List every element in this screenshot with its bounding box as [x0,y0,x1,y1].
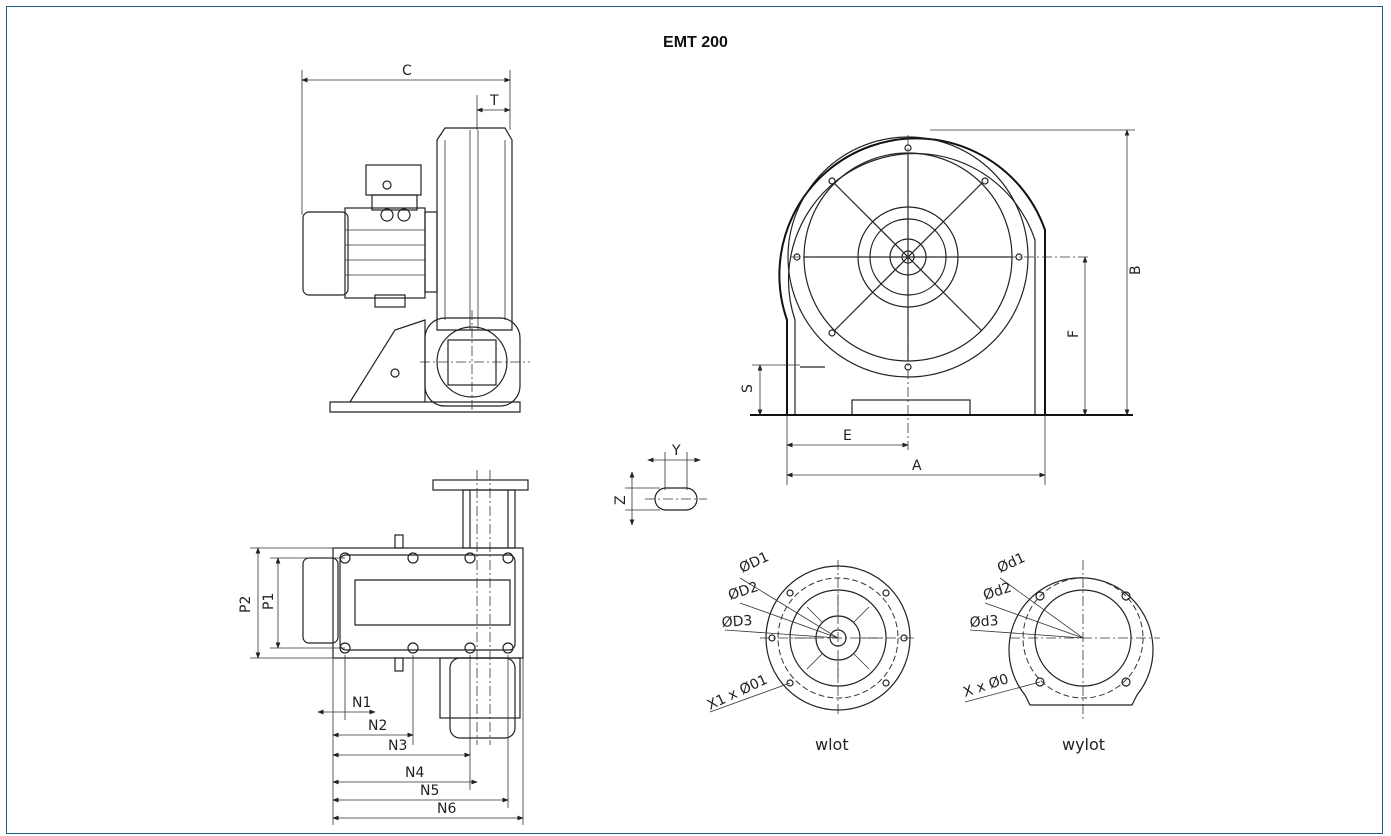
dim-n1-label: N1 [352,695,371,711]
outlet-caption: wylot [1062,735,1105,754]
dim-a-label: A [912,458,922,474]
outlet-d2-label: Ød2 [981,580,1013,604]
dim-y-label: Y [671,443,681,459]
dim-p2-label: P2 [238,596,254,613]
dim-p1-label: P1 [261,593,277,610]
side-view: C T [301,63,530,413]
dim-n3-label: N3 [388,738,407,754]
drawing-frame [6,6,1383,834]
dim-b-label: B [1128,265,1144,275]
drawing-title: EMT 200 [663,34,728,51]
slot-detail: Y Z [613,443,707,526]
inlet-view: ØD1 ØD2 ØD3 X1 x Ø01 wlot [705,549,915,754]
inlet-d3-label: ØD3 [721,613,753,631]
front-view: B F S E A [740,129,1144,485]
inlet-d1-label: ØD1 [737,549,772,576]
dim-e-label: E [843,428,852,444]
dim-t-label: T [489,93,499,109]
outlet-view: Ød1 Ød2 Ød3 X x Ø0 wylot [961,550,1160,754]
dim-f-label: F [1066,330,1082,338]
outlet-d1-label: Ød1 [995,550,1028,577]
dim-n4-label: N4 [405,765,424,781]
dim-n2-label: N2 [368,718,387,734]
inlet-holes-label: X1 x Ø01 [705,672,770,714]
dim-c-label: C [402,63,412,79]
outlet-d3-label: Ød3 [969,613,999,631]
inlet-d2-label: ØD2 [726,579,760,604]
dim-z-label: Z [613,495,629,505]
inlet-caption: wlot [815,735,849,754]
dim-n5-label: N5 [420,783,439,799]
dim-s-label: S [740,384,756,393]
dim-n6-label: N6 [437,801,456,817]
top-view: P2 P1 N1 N2 N3 N4 N5 N6 [238,470,529,825]
